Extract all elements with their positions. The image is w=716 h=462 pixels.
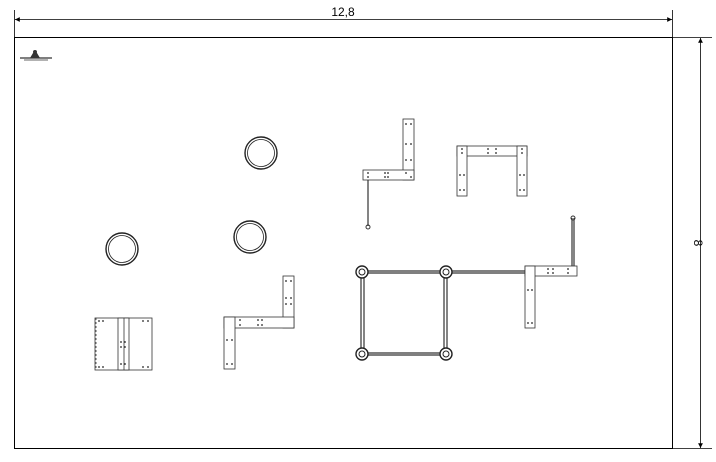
ring-top bbox=[244, 136, 278, 170]
post-base-bottom-left bbox=[355, 347, 369, 361]
post-base-top-left bbox=[355, 265, 369, 279]
pole-frame-structure bbox=[355, 265, 575, 361]
height-dimension-label: 8 bbox=[691, 240, 705, 247]
post-base-top-right bbox=[439, 265, 453, 279]
ring-middle bbox=[233, 220, 267, 254]
z-bar-structure-bottom bbox=[223, 275, 295, 370]
width-dimension-label: 12,8 bbox=[331, 5, 355, 19]
portal-structure bbox=[456, 145, 528, 197]
site-boundary bbox=[14, 37, 673, 449]
width-dimension: 12,8 bbox=[14, 5, 673, 37]
square-platform bbox=[94, 317, 153, 371]
l-bar-structure-right bbox=[524, 215, 578, 329]
post-base-bottom-right bbox=[439, 347, 453, 361]
ring-left bbox=[105, 232, 139, 266]
north-arrow-icon bbox=[20, 50, 52, 61]
height-dimension: 8 bbox=[673, 37, 712, 449]
z-bar-structure-top bbox=[362, 118, 415, 230]
